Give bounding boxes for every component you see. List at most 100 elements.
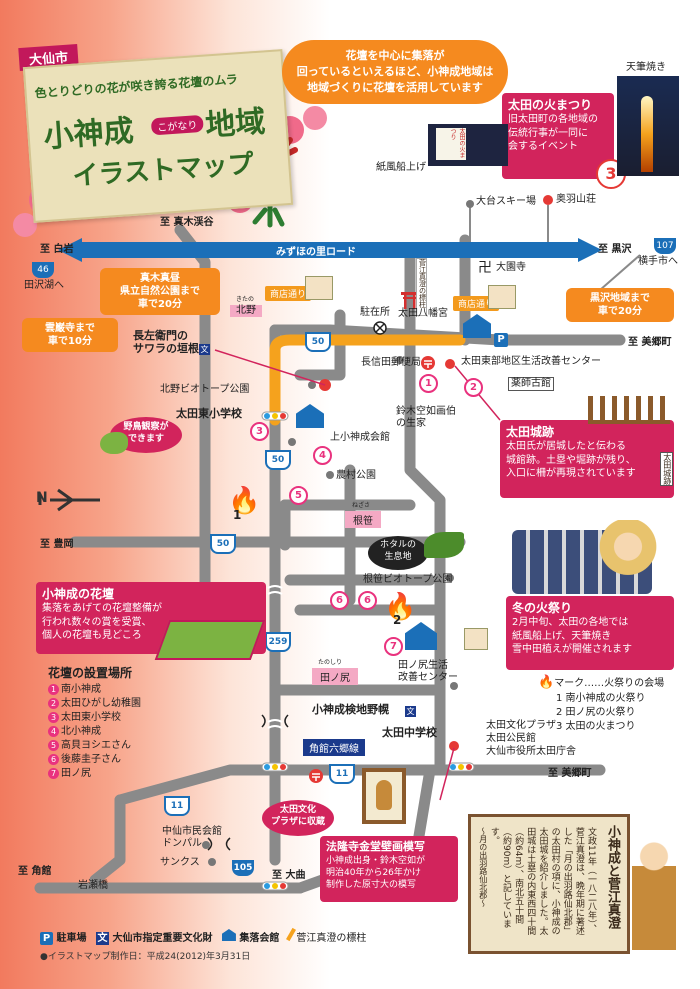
shop-street-2: 商店通り <box>453 296 500 311</box>
sugae-box-body: 文政11年（一八二八年）、菅江真澄は、晩年期に著述した「月の出羽路仙北郡」の太田… <box>488 827 596 935</box>
negasa-reading: ねざさ <box>352 502 371 509</box>
ota-center-label: 太田東部地区生活改善センター <box>461 356 601 367</box>
sugae-box-footer: 〜月の出羽路仙北郡〜 <box>478 827 488 907</box>
route-11-sign-a: 11 <box>329 764 355 784</box>
fire-num-2: 2 <box>393 613 402 627</box>
hall-icon <box>221 929 236 941</box>
ota-jhs-label: 太田中学校 <box>382 726 437 739</box>
hokkeji-body: 小神成出身・鈴木空如が 明治40年から26年かけ 制作した原寸大の模写 <box>326 855 426 891</box>
fire-festival-title: 太田の火まつり <box>508 98 593 112</box>
flowerbed-list-title: 花壇の設置場所 <box>48 666 133 680</box>
title-main: 小神成 <box>42 113 135 155</box>
shop-street-1: 商店通り <box>265 286 312 301</box>
route-50-sign-c: 50 <box>210 534 236 554</box>
ota-kominkan-label: 太田公民館 <box>486 733 536 744</box>
castle-fence-icon <box>588 396 670 424</box>
tanoshiri-reading: たのしり <box>318 659 343 666</box>
fire-icon-1: 🔥 <box>228 486 261 516</box>
title-board: 色とりどりの花が咲き誇る花壇のムラ 小神成 こがなり 地域 イラストマップ <box>22 49 294 223</box>
unganji-callout: 雲巌寺まで 車で10分 <box>22 318 118 352</box>
ota-hachiman-label: 太田八幡宮 <box>398 308 448 319</box>
kitano-park-label: 北野ビオトープ公園 <box>160 384 250 395</box>
title-suffix: 地域 <box>204 104 267 144</box>
route-11-sign-b: 11 <box>164 796 190 816</box>
flowerbed-callout-body: 集落をあげての花壇整備が 行われ数々の賞を受賞、 個人の花壇も見どころ <box>42 603 162 642</box>
dest-tazawako: 田沢湖へ <box>24 280 64 291</box>
flowerbed-callout-title: 小神成の花壇 <box>42 587 115 601</box>
dest-makiso: 至 真木渓谷 <box>160 217 214 228</box>
kitano-label: 北野 <box>230 305 262 317</box>
svg-text:卍: 卍 <box>478 260 492 276</box>
flowerbed-marker-1: 1 <box>419 374 438 393</box>
winter-festival-callout: 冬の火祭り 2月中旬、太田の各地では 紙風船上げ、天筆焼き 雪中田植えが開催され… <box>506 596 674 670</box>
mizuho-road-label: みずほの里ロード <box>276 247 356 258</box>
flowerbed-image <box>154 620 266 660</box>
route-259-sign: 259 <box>265 632 291 652</box>
hokkeji-tag: 太田文化 プラザに収蔵 <box>262 800 334 836</box>
header-bubble: 花壇を中心に集落が 回っているといえるほど、小神成地域は 地域づくりに花壇を活用… <box>282 40 508 104</box>
ota-castle-title: 太田城跡 <box>506 425 555 439</box>
flowerbed-marker-5: 5 <box>289 486 308 505</box>
balloon-image: 太田の火まつり <box>428 124 508 166</box>
nouzai-park-label: 農村公園 <box>336 470 376 481</box>
cultural-mark-b: 文 <box>405 706 416 717</box>
nakasen-hall-label: 中仙市民会館 ドンパル <box>162 826 222 849</box>
kakudate-rokugo-label: 角館六郷線 <box>303 739 365 756</box>
route-46-sign: 46 <box>32 262 54 278</box>
kami-kogane-label: 上小神成会館 <box>330 432 390 443</box>
compass-n: N <box>36 490 48 506</box>
tanoshiri-center-label: 田ノ尻生活 改善センター <box>398 660 458 683</box>
dest-mimiyo-top: 至 美郷町 <box>628 337 672 348</box>
flowerbed-marker-4: 4 <box>313 446 332 465</box>
buddha-icon <box>376 780 392 810</box>
fire-legend: 🔥マーク……火祭りの会場 1 南小神成の火祭り 2 田ノ尻の火祭り 3 太田の火… <box>538 674 664 734</box>
sugae-portrait-icon <box>632 830 676 950</box>
dest-shirai: 至 白岩 <box>40 244 74 255</box>
sunks-label: サンクス <box>160 857 200 868</box>
cultural-icon: 文 <box>95 932 109 945</box>
sugae-figure-icon <box>590 520 666 596</box>
legend-marker: 菅江真澄の標柱 <box>296 933 367 944</box>
flowerbed-marker-3: 3 <box>250 422 269 441</box>
fire-tower-label: 天筆焼き <box>626 62 666 73</box>
parking-icon-a: P <box>494 333 508 347</box>
hokkeji-callout: 法隆寺金堂壁画模写 小神成出身・鈴木空如が 明治40年から26年かけ 制作した原… <box>320 836 458 902</box>
ota-higashi-es-label: 太田東小学校 <box>176 407 242 420</box>
leaf-icon <box>424 532 464 558</box>
suzuki-label: 鈴木空如画伯 の生家 <box>396 406 456 429</box>
castle-sign: 太田城跡 <box>660 452 673 486</box>
fire-legend-item: 3 太田の火まつり <box>556 721 636 733</box>
title-reading: こがなり <box>150 114 204 136</box>
ota-castle-callout: 太田城跡 太田氏が居城したと伝わる 城館跡。土塁や堀跡が残り、 入口に柵が再現さ… <box>500 420 674 498</box>
legend-parking: 駐車場 <box>56 933 87 944</box>
route-50-sign-b: 50 <box>265 450 291 470</box>
fire-festival-box: 太田の火まつり 旧太田町の各地域の 伝統行事が一同に 会するイベント <box>502 93 614 179</box>
iwasebashi-label: 岩瀬橋 <box>78 880 108 891</box>
chuzai-label: 駐在所 <box>360 307 390 318</box>
fire-icon-2: 🔥 <box>384 592 417 622</box>
negasa-park-label: 根笹ビオトープ公園 <box>363 574 453 585</box>
sugae-box: 小神成と菅江真澄 文政11年（一八二八年）、菅江真澄は、晩年期に著述した「月の出… <box>468 814 630 954</box>
fire-legend-icon: 🔥 <box>538 675 555 690</box>
night-sky-image <box>617 76 679 176</box>
winter-festival-body: 2月中旬、太田の各地では 紙風船上げ、天筆焼き 雪中田植えが開催されます <box>512 617 632 656</box>
fire-num-1: 1 <box>233 508 242 522</box>
fire-legend-item: 2 田ノ尻の火祭り <box>556 707 636 719</box>
flowerbed-marker-6a: 6 <box>330 591 349 610</box>
balloon-label: 紙風船上げ <box>376 162 426 173</box>
dest-yokote: 横手市へ <box>638 256 678 267</box>
route-107-sign: 107 <box>654 238 676 254</box>
ota-plaza-label: 太田文化プラザ <box>486 720 556 731</box>
shop-icon-b <box>488 285 516 309</box>
flowerbed-marker-2: 2 <box>464 378 483 397</box>
negasa-tag: 根笹 <box>345 511 381 528</box>
okuha-label: 奥羽山荘 <box>556 194 596 205</box>
sugae-pillar-note: 菅江真澄の標柱 <box>416 258 428 316</box>
dest-kakunodate: 至 角館 <box>18 866 52 877</box>
